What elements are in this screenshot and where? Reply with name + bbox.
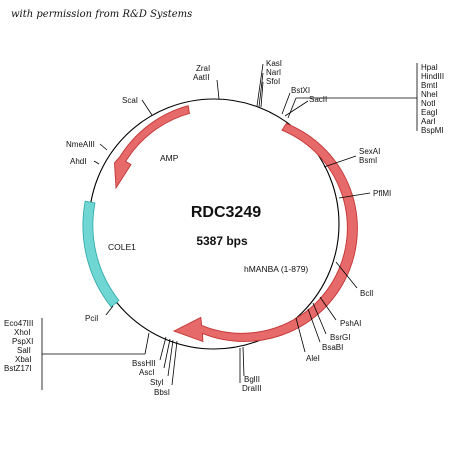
site-bsshll: BssHII <box>132 359 156 368</box>
amp-arrow <box>114 105 191 190</box>
site-eagl: EagI <box>421 108 437 117</box>
site-ticks <box>41 63 418 390</box>
site-nmealll: NmeAIII <box>66 140 95 149</box>
site-alel: AleI <box>306 354 320 363</box>
sacll-tick <box>284 100 309 117</box>
site-bsrgl: BsrGI <box>330 333 350 342</box>
site-ahdl: AhdI <box>70 157 86 166</box>
site-ascl: AscI <box>139 368 155 377</box>
bsrgl-tick <box>312 302 327 335</box>
pflml-tick <box>338 192 371 199</box>
site-narl: NarI <box>266 68 281 77</box>
scal-tick <box>141 99 153 116</box>
site-nhel: NheI <box>421 90 438 99</box>
bstxl-tick <box>281 92 291 115</box>
site-bglll: BglII <box>244 375 260 384</box>
site-hpal: HpaI <box>421 63 438 72</box>
amp-label: AMP <box>160 153 179 163</box>
site-pspxl: PspXI <box>12 337 33 346</box>
site-bmtl: BmtI <box>421 81 437 90</box>
mcs-leader <box>287 97 297 119</box>
site-bspml: BspMI <box>421 126 444 135</box>
nmealll-tick <box>99 143 108 151</box>
site-bsml: BsmI <box>359 156 377 165</box>
site-bbsl: BbsI <box>154 388 170 397</box>
ahdl-tick <box>93 160 100 165</box>
bsshll-tick <box>159 336 167 361</box>
sexal-bsml-tick <box>323 155 357 168</box>
kasl-tick <box>256 63 264 107</box>
site-sfol: SfoI <box>266 77 280 86</box>
site-sexal: SexAI <box>359 147 380 156</box>
site-aarl: AarI <box>421 117 436 126</box>
plasmid-size: 5387 bps <box>196 234 248 248</box>
site-kasl: KasI <box>266 59 282 68</box>
site-xhol: XhoI <box>14 328 30 337</box>
plasmid-name: RDC3249 <box>191 204 261 221</box>
mcs2-leader <box>144 332 150 355</box>
ascl-tick <box>163 338 171 369</box>
site-eco47lll: Eco47III <box>4 319 33 328</box>
site-aatll: AatII <box>193 73 209 82</box>
bglll-tick <box>242 346 245 377</box>
site-hindlll: HindIII <box>421 72 444 81</box>
alel-tick <box>295 317 306 353</box>
zral-aatll-tick <box>216 79 220 100</box>
pcil-tick <box>105 305 114 316</box>
bcll-tick <box>335 261 358 289</box>
cole1-origin <box>82 200 120 308</box>
site-bcll: BclI <box>360 289 373 298</box>
site-sacll: SacII <box>309 95 327 104</box>
hmanba-label: hMANBA (1-879) <box>244 264 308 274</box>
site-pcil: PciI <box>85 314 98 323</box>
permission-credit: with permission from R&D Systems <box>11 9 193 20</box>
bbsl-tick <box>171 340 178 386</box>
hmanba-arrow <box>172 122 358 343</box>
site-sall: SalI <box>17 346 31 355</box>
site-zral: ZraI <box>196 64 210 73</box>
pshal-tick <box>319 296 337 321</box>
site-dralll: DraIII <box>242 384 262 393</box>
site-bstxl: BstXI <box>291 86 310 95</box>
site-pshal: PshAI <box>340 319 361 328</box>
narl-tick <box>258 72 264 108</box>
styl-tick <box>167 339 174 377</box>
sfol-tick <box>260 81 264 108</box>
bsabl-tick <box>307 308 321 343</box>
site-bstz17l: BstZ17I <box>4 364 32 373</box>
site-notl: NotI <box>421 99 436 108</box>
cole1-label: COLE1 <box>108 242 136 252</box>
site-xbal: XbaI <box>15 355 31 364</box>
site-scal: ScaI <box>122 96 138 105</box>
site-styl: StyI <box>150 378 164 387</box>
site-pflml: PflMI <box>373 189 391 198</box>
site-bsabl: BsaBI <box>322 343 343 352</box>
